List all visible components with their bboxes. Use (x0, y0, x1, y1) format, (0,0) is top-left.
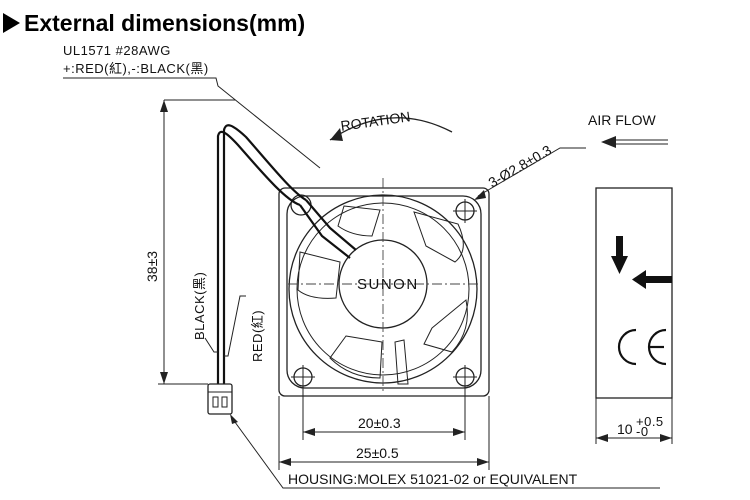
housing-label: HOUSING:MOLEX 51021-02 or EQUIVALENT (288, 471, 578, 487)
wire-spec-line1: UL1571 #28AWG (63, 43, 171, 58)
ce-mark-icon: CE (0, 0, 667, 366)
rotation-arc-icon (329, 117, 453, 141)
mounting-hole-top-right (453, 199, 477, 223)
wire-spec-leader (63, 77, 321, 169)
air-flow-indicator: AIR FLOW (588, 112, 668, 148)
thickness-base: 10 (617, 421, 633, 437)
brand-label: SUNON (357, 276, 419, 293)
ce-label: CE (0, 0, 2, 1)
housing-callout: HOUSING:MOLEX 51021-02 or EQUIVALENT (230, 414, 660, 489)
side-view-outline (595, 187, 673, 399)
rotation-label: ROTATION (340, 108, 412, 134)
air-flow-label: AIR FLOW (588, 112, 656, 128)
wire-spec: UL1571 #28AWG +:RED(紅),-:BLACK(黑) (63, 43, 321, 169)
frame-size-value: 25±0.5 (356, 445, 399, 461)
hole-callout-label: 3-Ø2.8±0.3 (486, 142, 555, 191)
lead-length-value: 38±3 (144, 251, 160, 282)
title-text: External dimensions(mm) (24, 10, 305, 36)
black-wire-label: BLACK(黑) (192, 272, 207, 340)
thickness-minus: -0 (636, 424, 649, 439)
hole-pitch-dimension: 20±0.3 (302, 386, 466, 440)
fan-body: SUNON (278, 178, 490, 397)
side-view: CE 10 +0.5 -0 (0, 0, 673, 444)
rotation-indicator: ROTATION (329, 108, 453, 141)
arrow-left-icon (601, 136, 668, 148)
hole-pitch-value: 20±0.3 (358, 415, 401, 431)
connector-housing (207, 383, 233, 415)
lead-length-dimension: 38±3 (144, 99, 235, 385)
arrow-left-icon (632, 270, 672, 289)
frame-size-dimension: 25±0.5 (278, 396, 490, 470)
title-triangle-icon (3, 13, 20, 33)
wire-spec-line2: +:RED(紅),-:BLACK(黑) (63, 61, 209, 76)
hole-callout: 3-Ø2.8±0.3 (474, 142, 586, 200)
red-wire-label: RED(紅) (250, 310, 265, 362)
arrow-down-icon (611, 236, 628, 274)
title: External dimensions(mm) (3, 10, 305, 36)
thickness-plus: +0.5 (636, 414, 664, 429)
wire-harness: BLACK(黑) RED(紅) (192, 124, 357, 415)
